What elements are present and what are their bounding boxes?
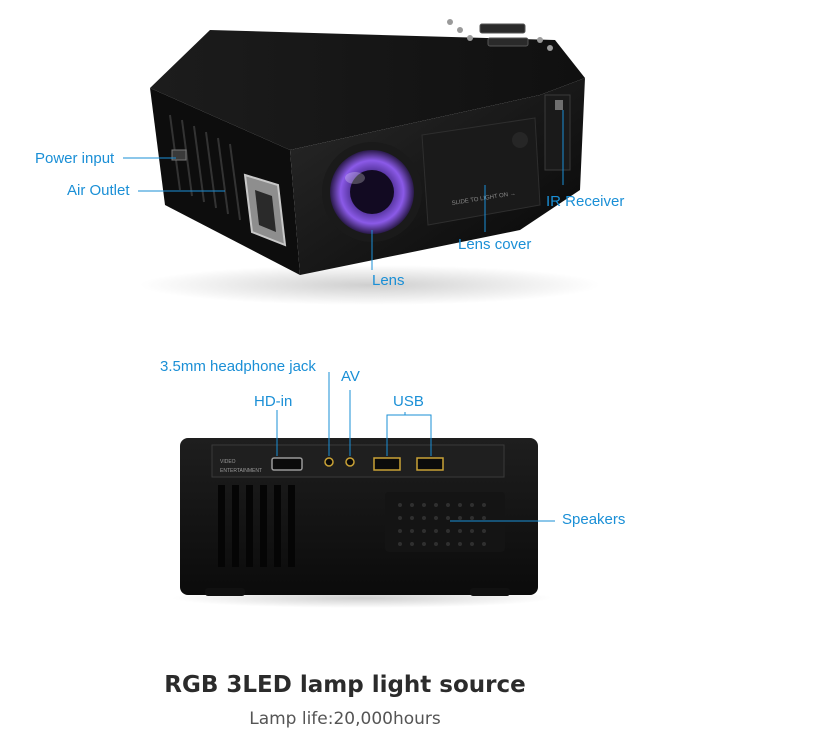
label-lens-cover: Lens cover xyxy=(458,236,532,253)
label-air-outlet: Air Outlet xyxy=(67,182,130,199)
callout-lines-back xyxy=(276,372,555,522)
label-hd-in: HD-in xyxy=(254,393,293,410)
rear-vents xyxy=(218,485,295,567)
control-buttons xyxy=(447,19,553,51)
panel-text-line2: ENTERTAINMENT xyxy=(220,468,262,474)
av-jack xyxy=(345,457,355,467)
label-power-input: Power input xyxy=(35,150,115,167)
projector-top-surface xyxy=(150,30,585,150)
label-usb: USB xyxy=(393,393,424,410)
usb-port-1 xyxy=(373,457,401,471)
floor-shadow xyxy=(140,265,600,305)
projector-top-view: SLIDE TO LIGHT ON → xyxy=(123,19,600,305)
label-headphone-jack: 3.5mm headphone jack xyxy=(160,358,316,375)
label-lens: Lens xyxy=(372,272,405,289)
label-av: AV xyxy=(341,368,360,385)
speaker-grill xyxy=(385,492,505,552)
power-socket xyxy=(171,149,187,161)
foot-right xyxy=(470,588,510,596)
air-outlet-vent xyxy=(169,114,241,221)
usb-port-2 xyxy=(416,457,444,471)
lens-cover: SLIDE TO LIGHT ON → xyxy=(421,117,541,226)
foot-left xyxy=(205,588,245,596)
lens xyxy=(322,142,422,242)
panel-text-line1: VIDEO xyxy=(220,459,236,465)
feature-heading: RGB 3LED lamp light source xyxy=(164,672,526,698)
projector-back-view: VIDEO ENTERTAINMENT xyxy=(172,372,555,608)
label-ir-receiver: IR Receiver xyxy=(546,193,625,210)
callout-lines-top xyxy=(123,110,564,270)
headphone-jack xyxy=(324,457,334,467)
port-panel xyxy=(211,444,505,478)
hdmi-port xyxy=(271,457,303,471)
label-speakers: Speakers xyxy=(562,511,626,528)
feature-subheading: Lamp life:20,000hours xyxy=(249,709,441,729)
